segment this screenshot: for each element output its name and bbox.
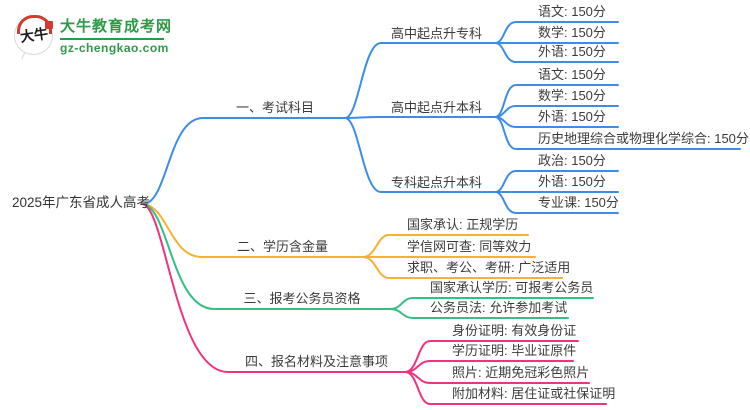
logo-seal-icon (45, 20, 53, 29)
branch-application-materials: 四、报名材料及注意事项 (244, 354, 388, 369)
leaf-material: 附加材料: 居住证或社保证明 (452, 386, 616, 401)
leaf-subject: 语文: 150分 (538, 4, 606, 19)
branch4-connectors (142, 203, 607, 405)
branch-degree-value: 二、学历含金量 (236, 239, 328, 254)
leaf-subject: 数学: 150分 (538, 88, 606, 103)
leaf-subject: 外语: 150分 (538, 174, 606, 189)
branch1-connectors (142, 21, 741, 214)
branch-exam-subjects: 一、考试科目 (235, 100, 314, 115)
group-highschool-to-college: 高中起点升专科 (391, 26, 483, 41)
leaf-subject: 外语: 150分 (538, 109, 606, 124)
branch2-connectors (142, 203, 563, 279)
logo-text: 大牛教育成考网 gz-chengkao.com (60, 15, 172, 55)
branch-civil-servant-eligibility: 三、报考公务员资格 (243, 291, 361, 306)
leaf-subject: 专业课: 150分 (538, 195, 619, 210)
branch3-connectors (142, 203, 594, 319)
leaf-subject: 外语: 150分 (538, 44, 606, 59)
leaf-degree-value: 国家承认: 正规学历 (407, 217, 519, 232)
group-college-to-bachelor: 专科起点升本科 (391, 175, 483, 190)
root-node: 2025年广东省成人高考 (12, 195, 151, 210)
leaf-subject: 数学: 150分 (538, 25, 606, 40)
site-logo: 大牛 大牛教育成考网 gz-chengkao.com (14, 14, 172, 55)
logo-badge-icon: 大牛 (14, 14, 53, 55)
logo-divider (60, 38, 164, 40)
group-highschool-to-bachelor: 高中起点升本科 (391, 100, 483, 115)
leaf-subject: 语文: 150分 (538, 67, 606, 82)
leaf-subject: 政治: 150分 (538, 153, 606, 168)
leaf-material: 身份证明: 有效身份证 (452, 323, 577, 338)
leaf-degree-value: 学信网可查: 同等效力 (407, 239, 532, 254)
leaf-material: 照片: 近期免冠彩色照片 (452, 365, 590, 380)
leaf-civil-servant: 国家承认学历: 可报考公务员 (430, 280, 594, 295)
site-url: gz-chengkao.com (60, 41, 169, 55)
site-name: 大牛教育成考网 (60, 18, 173, 35)
leaf-subject: 历史地理综合或物理化学综合: 150分 (538, 131, 749, 146)
leaf-degree-value: 求职、考公、考研: 广泛适用 (407, 260, 571, 275)
leaf-civil-servant: 公务员法: 允许参加考试 (430, 300, 568, 315)
leaf-material: 学历证明: 毕业证原件 (452, 343, 577, 358)
